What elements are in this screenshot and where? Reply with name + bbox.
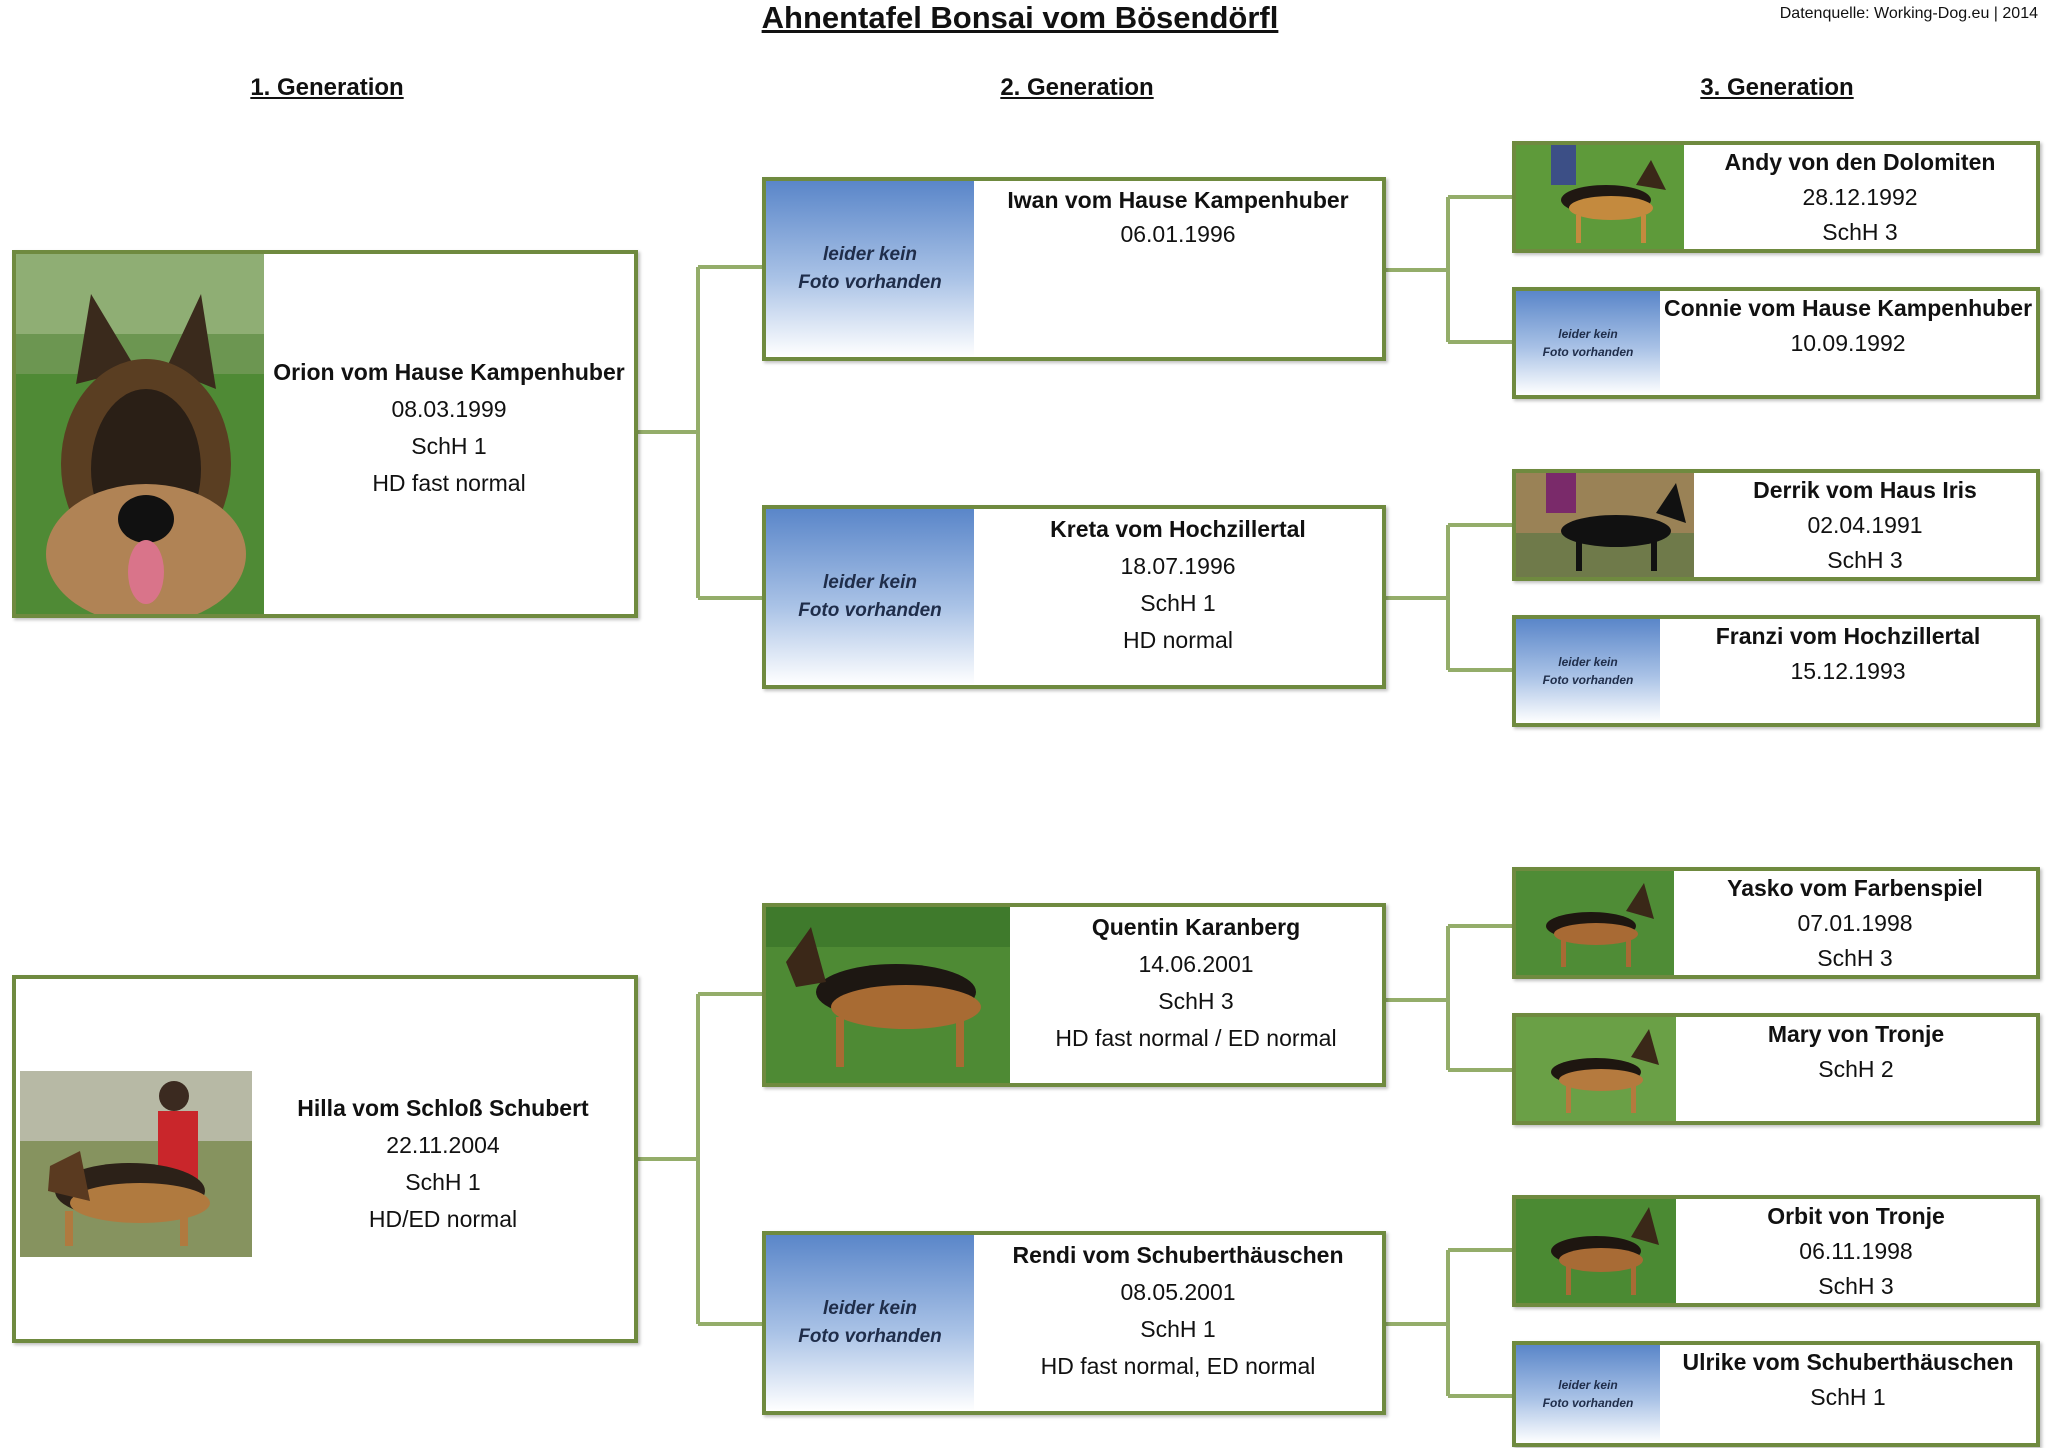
dog-name: Connie vom Hause Kampenhuber xyxy=(1663,295,2033,321)
dog-name: Yasko vom Farbenspiel xyxy=(1727,875,1983,901)
dog-name: Quentin Karanberg xyxy=(1091,914,1301,940)
dog-photo xyxy=(1516,145,1684,249)
dog-photo xyxy=(1516,871,1674,975)
page-title: Ahnentafel Bonsai vom Bösendörfl xyxy=(761,0,1279,35)
connector xyxy=(636,992,762,1326)
dog-info: Quentin Karanberg 14.06.2001 SchH 3 HD f… xyxy=(1010,909,1382,1083)
dog-birthdate: 08.05.2001 xyxy=(1120,1279,1236,1305)
dog-name: Franzi vom Hochzillertal xyxy=(1715,623,1981,649)
dog-card-derrik[interactable]: Derrik vom Haus Iris 02.04.1991 SchH 3 xyxy=(1512,469,2040,581)
dog-title: SchH 3 xyxy=(1827,547,1903,573)
dog-title: SchH 3 xyxy=(1817,945,1893,971)
dog-title: SchH 1 xyxy=(411,433,487,459)
dog-health: HD fast normal / ED normal xyxy=(1055,1025,1337,1051)
dog-card-andy[interactable]: Andy von den Dolomiten 28.12.1992 SchH 3 xyxy=(1512,141,2040,253)
dog-birthdate: 06.01.1996 xyxy=(1120,221,1236,247)
dog-health: HD fast normal, ED normal xyxy=(1040,1353,1316,1379)
dog-info: Derrik vom Haus Iris 02.04.1991 SchH 3 xyxy=(1694,473,2036,577)
dog-title: SchH 3 xyxy=(1822,219,1898,245)
dog-name: Hilla vom Schloß Schubert xyxy=(297,1095,589,1121)
generation-2-heading: 2. Generation xyxy=(1000,74,1154,101)
dog-name: Mary von Tronje xyxy=(1767,1021,1945,1047)
dog-name: Kreta vom Hochzillertal xyxy=(1050,516,1306,542)
dog-card-quentin[interactable]: Quentin Karanberg 14.06.2001 SchH 3 HD f… xyxy=(762,903,1386,1087)
dog-info: Yasko vom Farbenspiel 07.01.1998 SchH 3 xyxy=(1674,871,2036,975)
dog-photo xyxy=(1516,1199,1676,1303)
dog-photo xyxy=(1516,473,1694,577)
dog-birthdate: 06.11.1998 xyxy=(1799,1238,1913,1264)
dog-card-mary[interactable]: Mary von Tronje SchH 2 xyxy=(1512,1013,2040,1125)
dog-info: Kreta vom Hochzillertal 18.07.1996 SchH … xyxy=(974,511,1382,685)
dog-info: Orion vom Hause Kampenhuber 08.03.1999 S… xyxy=(264,354,634,614)
dog-birthdate: 14.06.2001 xyxy=(1138,951,1254,977)
dog-birthdate: 18.07.1996 xyxy=(1120,553,1236,579)
dog-photo xyxy=(766,907,1010,1083)
dog-title: SchH 1 xyxy=(1140,590,1216,616)
dog-title: SchH 2 xyxy=(1818,1056,1894,1082)
data-source: Datenquelle: Working-Dog.eu | 2014 xyxy=(1779,5,2038,22)
dog-name: Andy von den Dolomiten xyxy=(1724,149,1996,175)
dog-info: Iwan vom Hause Kampenhuber 06.01.1996 xyxy=(974,183,1382,357)
generation-1-heading: 1. Generation xyxy=(250,74,404,101)
connector xyxy=(1385,924,1512,1072)
dog-photo xyxy=(1516,1017,1676,1121)
generation-3-heading: 3. Generation xyxy=(1700,74,1854,101)
dog-info: Andy von den Dolomiten 28.12.1992 SchH 3 xyxy=(1684,145,2036,249)
dog-card-orion[interactable]: Orion vom Hause Kampenhuber 08.03.1999 S… xyxy=(12,250,638,618)
dog-name: Iwan vom Hause Kampenhuber xyxy=(1007,187,1349,213)
dog-health: HD fast normal xyxy=(372,470,526,496)
dog-title: SchH 1 xyxy=(405,1169,481,1195)
dog-card-hilla[interactable]: Hilla vom Schloß Schubert 22.11.2004 Sch… xyxy=(12,975,638,1343)
dog-title: SchH 1 xyxy=(1140,1316,1216,1342)
dog-health: HD normal xyxy=(1123,627,1233,653)
dog-birthdate: 10.09.1992 xyxy=(1790,330,1906,356)
dog-name: Ulrike vom Schuberthäuschen xyxy=(1682,1349,2014,1375)
dog-birthdate: 28.12.1992 xyxy=(1802,184,1918,210)
dog-name: Rendi vom Schuberthäuschen xyxy=(1012,1242,1344,1268)
dog-card-yasko[interactable]: Yasko vom Farbenspiel 07.01.1998 SchH 3 xyxy=(1512,867,2040,979)
dog-info: Orbit von Tronje 06.11.1998 SchH 3 xyxy=(1676,1199,2036,1303)
dog-birthdate: 15.12.1993 xyxy=(1790,658,1906,684)
dog-title: SchH 1 xyxy=(1810,1384,1886,1410)
dog-birthdate: 08.03.1999 xyxy=(391,396,507,422)
dog-title: SchH 3 xyxy=(1158,988,1234,1014)
connector xyxy=(636,265,762,600)
dog-info: Hilla vom Schloß Schubert 22.11.2004 Sch… xyxy=(252,1090,634,1339)
connector xyxy=(1385,523,1512,672)
dog-health: HD/ED normal xyxy=(368,1206,518,1232)
dog-info: Connie vom Hause Kampenhuber 10.09.1992 xyxy=(1660,291,2036,395)
dog-photo xyxy=(16,254,264,614)
dog-card-orbit[interactable]: Orbit von Tronje 06.11.1998 SchH 3 xyxy=(1512,1195,2040,1307)
dog-birthdate: 02.04.1991 xyxy=(1807,512,1923,538)
dog-birthdate: 07.01.1998 xyxy=(1797,910,1913,936)
connector xyxy=(1385,195,1512,344)
dog-title: SchH 3 xyxy=(1818,1273,1894,1299)
dog-name: Derrik vom Haus Iris xyxy=(1753,477,1977,503)
connector xyxy=(1385,1248,1512,1398)
dog-name: Orbit von Tronje xyxy=(1767,1203,1945,1229)
dog-info: Mary von Tronje SchH 2 xyxy=(1676,1017,2036,1121)
dog-info: Rendi vom Schuberthäuschen 08.05.2001 Sc… xyxy=(974,1237,1382,1411)
dog-photo xyxy=(20,1071,252,1257)
dog-info: Ulrike vom Schuberthäuschen SchH 1 xyxy=(1660,1345,2036,1443)
dog-birthdate: 22.11.2004 xyxy=(386,1132,500,1158)
dog-name: Orion vom Hause Kampenhuber xyxy=(273,359,625,385)
dog-info: Franzi vom Hochzillertal 15.12.1993 xyxy=(1660,619,2036,723)
